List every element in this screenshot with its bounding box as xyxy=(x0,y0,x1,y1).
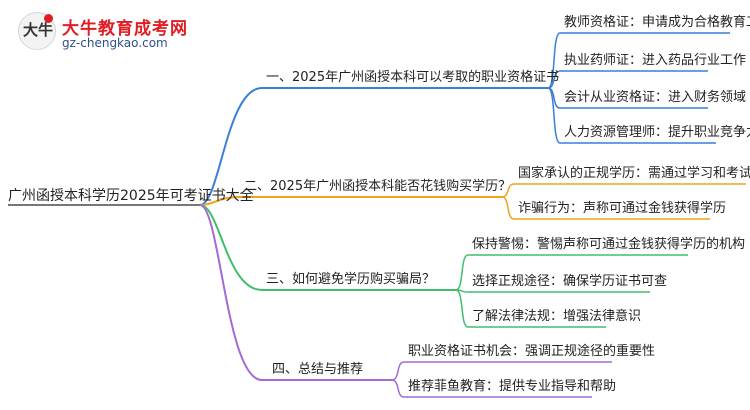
brand-logo[interactable]: 大牛 大牛教育成考网 gz-chengkao.com xyxy=(6,8,206,54)
connector-branch-1-child-4 xyxy=(547,87,561,144)
branch-1-child-1: 教师资格证：申请成为合格教育工作者 xyxy=(564,15,750,30)
branch-2-child-2: 诈骗行为：声称可通过金钱获得学历 xyxy=(518,201,727,216)
brand-badge-icon: 大牛 xyxy=(18,12,56,50)
branch-3-node: 三、如何避免学历购买骗局？ xyxy=(266,272,436,287)
branch-3-child-2: 选择正规途径：确保学历证书可查 xyxy=(472,274,668,289)
branch-1-child-3: 会计从业资格证：进入财务领域 xyxy=(564,90,747,105)
branch-4-child-1: 职业资格证书机会：强调正规途径的重要性 xyxy=(408,344,656,359)
brand-badge-dot xyxy=(44,14,53,23)
connector-root-to-branch-3 xyxy=(199,204,263,291)
connector-branch-2-child-2 xyxy=(501,196,515,220)
root-node: 广州函授本科学历2025年可考证书大全 xyxy=(8,188,254,204)
brand-name: 大牛教育成考网 xyxy=(62,19,188,39)
connector-branch-1-child-1 xyxy=(547,32,561,89)
connector-branch-1-child-2 xyxy=(547,70,561,89)
branch-3-child-1: 保持警惕：警惕声称可通过金钱获得学历的机构 xyxy=(472,237,746,252)
connector-branch-4-child-1 xyxy=(391,361,405,381)
branch-2-child-1: 国家承认的正规学历：需通过学习和考试获得 xyxy=(518,166,750,181)
connector-branch-3-child-1 xyxy=(455,254,469,291)
connector-branch-4-child-2 xyxy=(391,379,405,398)
brand-badge-glyph: 大牛 xyxy=(23,21,54,39)
connector-root-to-branch-1 xyxy=(199,87,263,206)
branch-1-child-2: 执业药师证：进入药品行业工作 xyxy=(564,53,747,68)
branch-3-child-3: 了解法律法规：增强法律意识 xyxy=(472,309,642,324)
branch-4-child-2: 推荐菲鱼教育：提供专业指导和帮助 xyxy=(408,379,617,394)
branch-2-node: 二、2025年广州函授本科能否花钱购买学历？ xyxy=(244,179,512,194)
connector-root-to-branch-4 xyxy=(199,204,263,381)
branch-4-node: 四、总结与推荐 xyxy=(272,362,364,377)
branch-1-child-4: 人力资源管理师：提升职业竞争力 xyxy=(564,125,750,140)
brand-url: gz-chengkao.com xyxy=(62,36,168,50)
branch-1-node: 一、2025年广州函授本科可以考取的职业资格证书 xyxy=(266,70,560,85)
connector-branch-3-child-3 xyxy=(455,289,469,328)
